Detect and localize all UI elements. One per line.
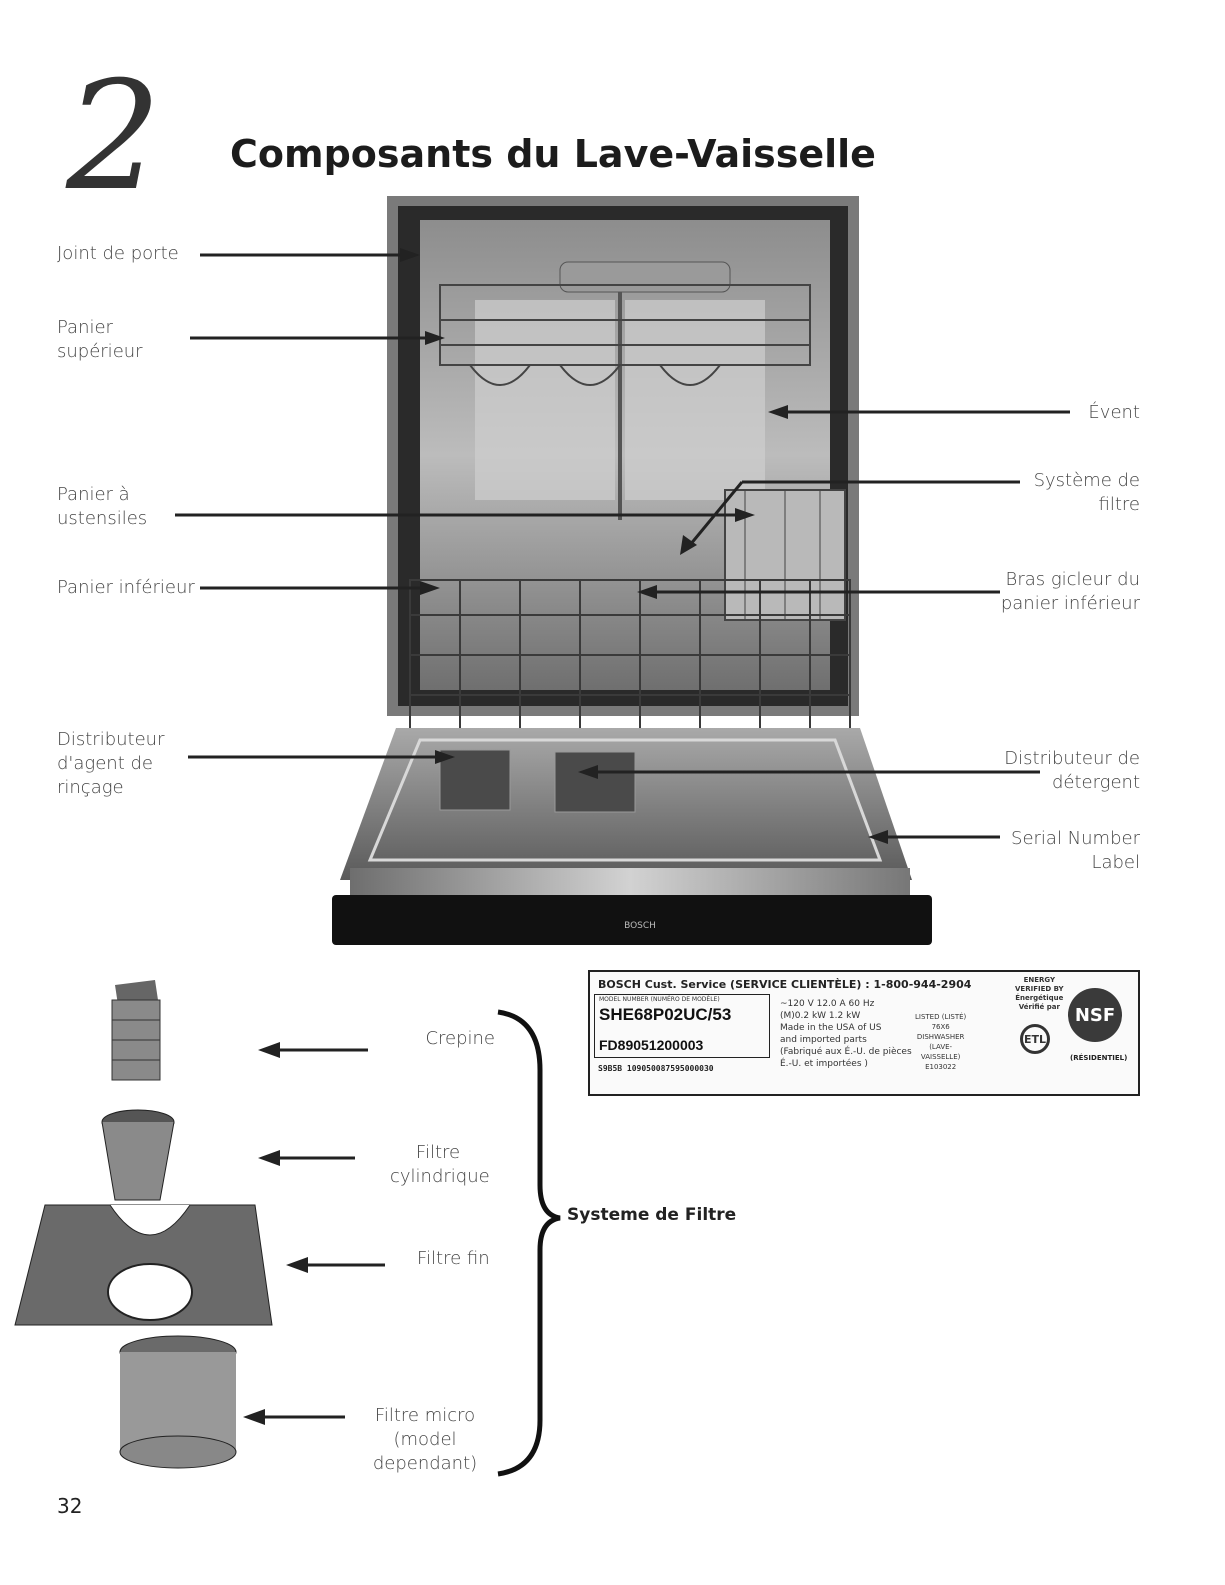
detergent-dispenser-shape: [554, 751, 636, 813]
label-lower-spray-arm: Bras gicleur du panier inférieur: [1001, 568, 1140, 616]
crepine-illustration: [111, 980, 161, 1081]
plate-spec-line: (Fabriqué aux É.-U. de pièces: [780, 1047, 912, 1057]
chapter-number: 2: [66, 50, 162, 224]
upper-rack: [439, 284, 811, 386]
plate-model-caption: MODEL NUMBER (NUMÉRO DE MODÈLE): [599, 996, 720, 1003]
plate-listed-line: LISTED (LISTÉ): [915, 1013, 967, 1021]
label-filter-system: Système de filtre: [1034, 469, 1140, 517]
plate-model-box: MODEL NUMBER (NUMÉRO DE MODÈLE) SHE68P02…: [594, 994, 770, 1058]
plate-spec-line: Made in the USA of US: [780, 1023, 882, 1033]
plate-energy-line: ENERGY: [1023, 976, 1056, 984]
label-upper-rack-line2: supérieur: [57, 341, 143, 362]
label-serial-line1: Serial Number: [1011, 828, 1140, 849]
page-number: 32: [57, 1494, 83, 1518]
label-spray-line1: Bras gicleur du: [1005, 569, 1140, 590]
label-lower-rack: Panier inférieur: [57, 577, 195, 598]
label-upper-rack-line1: Panier: [57, 317, 113, 338]
label-serial-number: Serial Number Label: [1011, 827, 1140, 875]
nsf-logo-icon: NSF: [1068, 988, 1122, 1042]
label-serial-line2: Label: [1091, 852, 1140, 873]
plate-energy-verified: ENERGY VERIFIED BY Énergétique Vérifié p…: [1015, 976, 1064, 1012]
label-spray-line2: panier inférieur: [1000, 593, 1140, 614]
label-upper-rack: Panier supérieur: [57, 316, 143, 364]
serial-number-label: BOSCH Cust. Service (SERVICE CLIENTÈLE) …: [588, 970, 1140, 1096]
rinse-aid-dispenser-shape: [439, 749, 511, 811]
label-rinse-aid: Distributeur d'agent de rinçage: [57, 728, 164, 800]
label-rinse-line1: Distributeur: [57, 729, 165, 750]
plate-spec-line: É.-U. et importées ): [780, 1059, 868, 1069]
plate-spec-line: ~120 V 12.0 A 60 Hz: [780, 999, 875, 1009]
lower-rack: [409, 579, 851, 731]
etl-logo-icon: ETL: [1020, 1024, 1050, 1054]
label-micro-line1: Filtre micro: [374, 1405, 476, 1426]
page-title: Composants du Lave-Vaisselle: [230, 132, 876, 176]
label-detergent-line1: Distributeur de: [1004, 748, 1140, 769]
micro-filter-illustration: [119, 1335, 237, 1469]
label-rinse-line2: d'agent de: [57, 753, 153, 774]
plate-residential: (RÉSIDENTIEL): [1070, 1054, 1128, 1062]
label-utensil-basket: Panier à ustensiles: [57, 483, 147, 531]
label-filter-system-heading: Systeme de Filtre: [567, 1205, 737, 1225]
plate-spec-line: and imported parts: [780, 1035, 867, 1045]
plate-listed-line: 76X6: [931, 1023, 950, 1031]
label-detergent-dispenser: Distributeur de détergent: [1004, 747, 1140, 795]
label-micro-filter: Filtre micro (model dependant): [345, 1404, 505, 1476]
plate-spec-line: (M)0.2 kW 1.2 kW: [780, 1011, 861, 1021]
callout-lines: [175, 253, 1070, 839]
plate-energy-line: Énergétique: [1015, 994, 1064, 1002]
label-cylinder-line2: cylindrique: [390, 1166, 490, 1187]
plate-specs: ~120 V 12.0 A 60 Hz (M)0.2 kW 1.2 kW Mad…: [780, 998, 912, 1070]
filter-bracket: [497, 1009, 561, 1477]
plate-listed-line: VAISSELLE): [920, 1053, 961, 1061]
plate-listed-line: (LAVE-: [929, 1043, 953, 1051]
plate-listed-line: DISHWASHER: [916, 1033, 965, 1041]
plate-barcode-text: S9B5B 109050087595000030: [598, 1064, 714, 1073]
label-detergent-line2: détergent: [1051, 772, 1140, 793]
label-fine-filter: Filtre fin: [417, 1248, 490, 1269]
label-cylinder-filter: Filtre cylindrique: [390, 1141, 490, 1189]
label-cylinder-line1: Filtre: [415, 1142, 461, 1163]
cylinder-filter-illustration: [101, 1109, 175, 1201]
label-crepine: Crepine: [425, 1028, 495, 1049]
label-micro-line2: (model dependant): [372, 1429, 478, 1474]
plate-header: BOSCH Cust. Service (SERVICE CLIENTÈLE) …: [598, 978, 972, 991]
control-panel: [332, 895, 932, 945]
fine-filter-illustration: [14, 1204, 273, 1326]
plate-energy-line: Vérifié par: [1018, 1003, 1060, 1011]
label-utensil-line1: Panier à: [57, 484, 130, 505]
label-filter-line1: Système de: [1033, 470, 1140, 491]
label-door-seal: Joint de porte: [57, 243, 179, 264]
label-rinse-line3: rinçage: [57, 777, 124, 798]
plate-serial-number: FD89051200003: [599, 1037, 704, 1053]
utensil-basket: [724, 489, 846, 621]
label-vent: Évent: [1088, 402, 1140, 423]
plate-energy-line: VERIFIED BY: [1015, 985, 1064, 993]
label-filter-line2: filtre: [1098, 494, 1140, 515]
svg-text:BOSCH: BOSCH: [624, 921, 656, 931]
plate-listed-line: E103022: [925, 1063, 957, 1071]
label-utensil-line2: ustensiles: [57, 508, 148, 529]
plate-ul-listing: LISTED (LISTÉ) 76X6 DISHWASHER (LAVE- VA…: [915, 1012, 966, 1072]
plate-model-number: SHE68P02UC/53: [599, 1005, 732, 1024]
